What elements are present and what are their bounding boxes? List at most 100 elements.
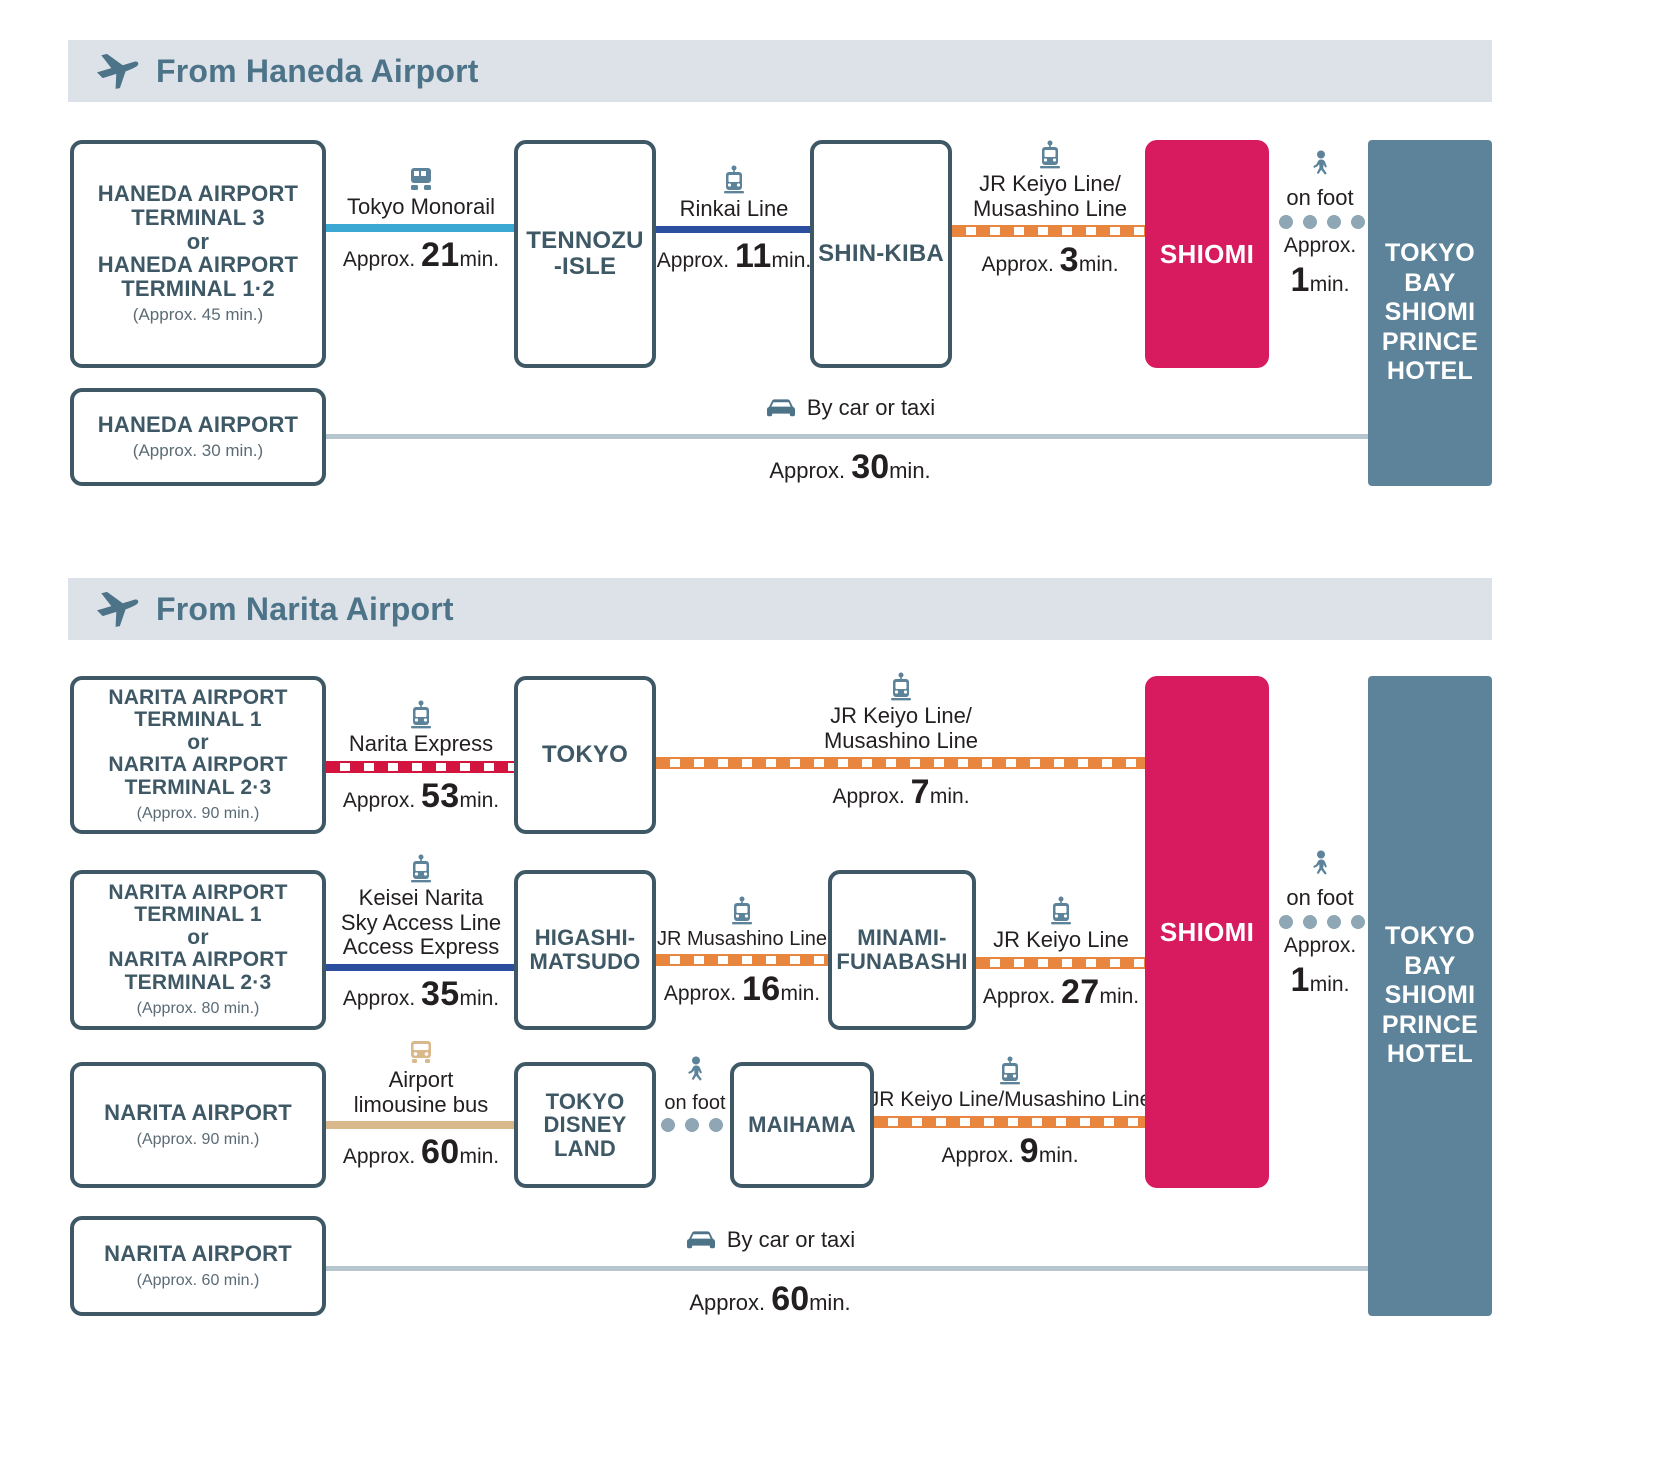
hotel-line: SHIOMI	[1384, 981, 1476, 1010]
route-line-car-narita	[326, 1266, 1372, 1271]
destination-block-hotel-haneda: TOKYO BAY SHIOMI PRINCE HOTEL	[1368, 140, 1492, 486]
leg-duration-car-haneda: Approx. 30min.	[700, 448, 1000, 486]
leg-mode-car-haneda: By car or taxi	[700, 395, 1000, 421]
route-line-walk	[1274, 914, 1366, 929]
approx-label: Approx.	[342, 247, 416, 271]
box-line: NARITA AIRPORT	[104, 1241, 292, 1267]
hotel-line: PRINCE	[1381, 327, 1479, 356]
leg-narita-express: Narita Express Approx. 53min.	[326, 700, 516, 816]
leg-jr-keiyo-musashino-haneda: JR Keiyo Line/ Musashino Line Approx. 3m…	[952, 140, 1148, 280]
box-line: HANEDA AIRPORT	[97, 411, 299, 437]
car-icon	[766, 399, 795, 417]
leg-mode-label: By car or taxi	[726, 1227, 856, 1252]
route-line-keiyo	[976, 956, 1146, 969]
leg-mode-label: JR Keiyo Line/ Musashino Line	[972, 171, 1128, 221]
leg-mode-label: Narita Express	[348, 731, 494, 756]
route-line-musashino	[656, 954, 828, 967]
airplane-icon	[97, 53, 139, 89]
approx-label: Approx.	[342, 788, 416, 812]
box-line: TENNOZU	[526, 227, 644, 255]
duration-unit: min.	[1309, 272, 1350, 296]
leg-duration: Approx. 1min.	[1284, 933, 1356, 1002]
leg-duration: Approx. 7min.	[832, 773, 969, 812]
section-title: From Haneda Airport	[156, 52, 479, 89]
walk-icon	[1313, 150, 1327, 175]
duration-unit: min.	[459, 1145, 500, 1169]
hotel-line: TOKYO	[1385, 239, 1475, 268]
hotel-line: PRINCE	[1381, 1010, 1479, 1039]
hotel-line: HOTEL	[1386, 1040, 1474, 1069]
duration-unit: min.	[459, 788, 500, 812]
leg-duration: Approx. 21min.	[343, 236, 499, 275]
hotel-line: TOKYO	[1385, 922, 1475, 951]
leg-mode-label: Keisei Narita Sky Access Line Access Exp…	[340, 885, 502, 960]
station-block-shiomi-haneda: SHIOMI	[1145, 140, 1269, 368]
leg-keisei-narita-sky-access: Keisei Narita Sky Access Line Access Exp…	[326, 854, 516, 1014]
box-subtext: (Approx. 90 min.)	[136, 1130, 260, 1148]
approx-label: Approx.	[663, 982, 737, 1006]
leg-mode-label: JR Keiyo Line	[993, 927, 1129, 952]
station-box-tokyo: TOKYO	[514, 676, 656, 834]
box-line: LAND	[554, 1135, 616, 1161]
box-line: TERMINAL 2·3	[124, 775, 272, 799]
hotel-line: HOTEL	[1386, 357, 1474, 386]
box-line: NARITA AIRPORT	[104, 1100, 292, 1126]
leg-duration: Approx. 1min.	[1284, 233, 1356, 302]
box-line: MAIHAMA	[748, 1112, 856, 1138]
leg-mode-label: Airport limousine bus	[353, 1067, 489, 1117]
leg-mode-car-narita: By car or taxi	[620, 1227, 920, 1253]
train-icon	[724, 165, 744, 194]
duration-unit: min.	[809, 1290, 851, 1315]
route-line-keiyo	[952, 225, 1148, 238]
duration-unit: min.	[780, 982, 821, 1006]
station-box-maihama: MAIHAMA	[730, 1062, 874, 1188]
route-line-bus	[326, 1121, 516, 1130]
leg-on-foot-haneda: on foot Approx. 1min.	[1274, 150, 1366, 301]
box-line: TERMINAL 1	[134, 708, 262, 732]
route-line-keiyo	[874, 1115, 1146, 1128]
station-box-shin-kiba: SHIN-KIBA	[810, 140, 952, 368]
route-line-rinkai	[656, 225, 812, 233]
box-line: MATSUDO	[529, 949, 641, 974]
duration-unit: min.	[771, 248, 812, 272]
station-box-tokyo-disney-land: TOKYO DISNEY LAND	[514, 1062, 656, 1188]
box-line: TOKYO	[545, 1088, 625, 1114]
leg-mode-label: JR Keiyo Line/Musashino Line	[868, 1088, 1152, 1111]
leg-mode-label: on foot	[1286, 185, 1354, 210]
leg-on-foot-disney-maihama: on foot	[656, 1056, 734, 1136]
leg-mode-label: Tokyo Monorail	[347, 194, 495, 219]
duration-value: 35	[421, 974, 460, 1013]
hotel-line: BAY	[1404, 268, 1456, 297]
shiomi-label: SHIOMI	[1159, 916, 1255, 947]
leg-rinkai-line: Rinkai Line Approx. 11min.	[656, 165, 812, 276]
duration-value: 1	[1290, 960, 1310, 999]
duration-value: 11	[734, 236, 772, 275]
leg-duration: Approx. 60min.	[343, 1133, 499, 1172]
duration-unit: min.	[1309, 972, 1350, 996]
station-block-shiomi-narita: SHIOMI	[1145, 676, 1269, 1188]
origin-box-narita-airport-car: NARITA AIRPORT (Approx. 60 min.)	[70, 1216, 326, 1316]
box-subtext: (Approx. 90 min.)	[136, 805, 260, 823]
train-icon	[1051, 896, 1071, 925]
duration-value: 3	[1059, 241, 1079, 280]
approx-label: Approx.	[342, 1145, 416, 1169]
approx-label: Approx.	[1283, 933, 1357, 957]
airplane-icon	[97, 591, 139, 627]
destination-block-hotel-narita: TOKYO BAY SHIOMI PRINCE HOTEL	[1368, 676, 1492, 1316]
duration-unit: min.	[1078, 253, 1119, 277]
box-line: TERMINAL 3	[131, 205, 265, 230]
leg-on-foot-narita: on foot Approx. 1min.	[1274, 850, 1366, 1001]
leg-mode-label: Rinkai Line	[679, 196, 789, 221]
approx-label: Approx.	[982, 984, 1056, 1008]
section-header-narita: From Narita Airport	[68, 578, 1492, 640]
box-line: NARITA AIRPORT	[108, 880, 288, 904]
box-line: MINAMI-	[857, 925, 947, 951]
duration-unit: min.	[1038, 1143, 1079, 1167]
box-line: DISNEY	[543, 1112, 627, 1138]
box-line: HIGASHI-	[534, 925, 636, 951]
train-icon	[411, 854, 431, 883]
box-line: or	[187, 925, 209, 949]
box-line: TOKYO	[542, 741, 628, 769]
train-icon	[1040, 140, 1060, 169]
